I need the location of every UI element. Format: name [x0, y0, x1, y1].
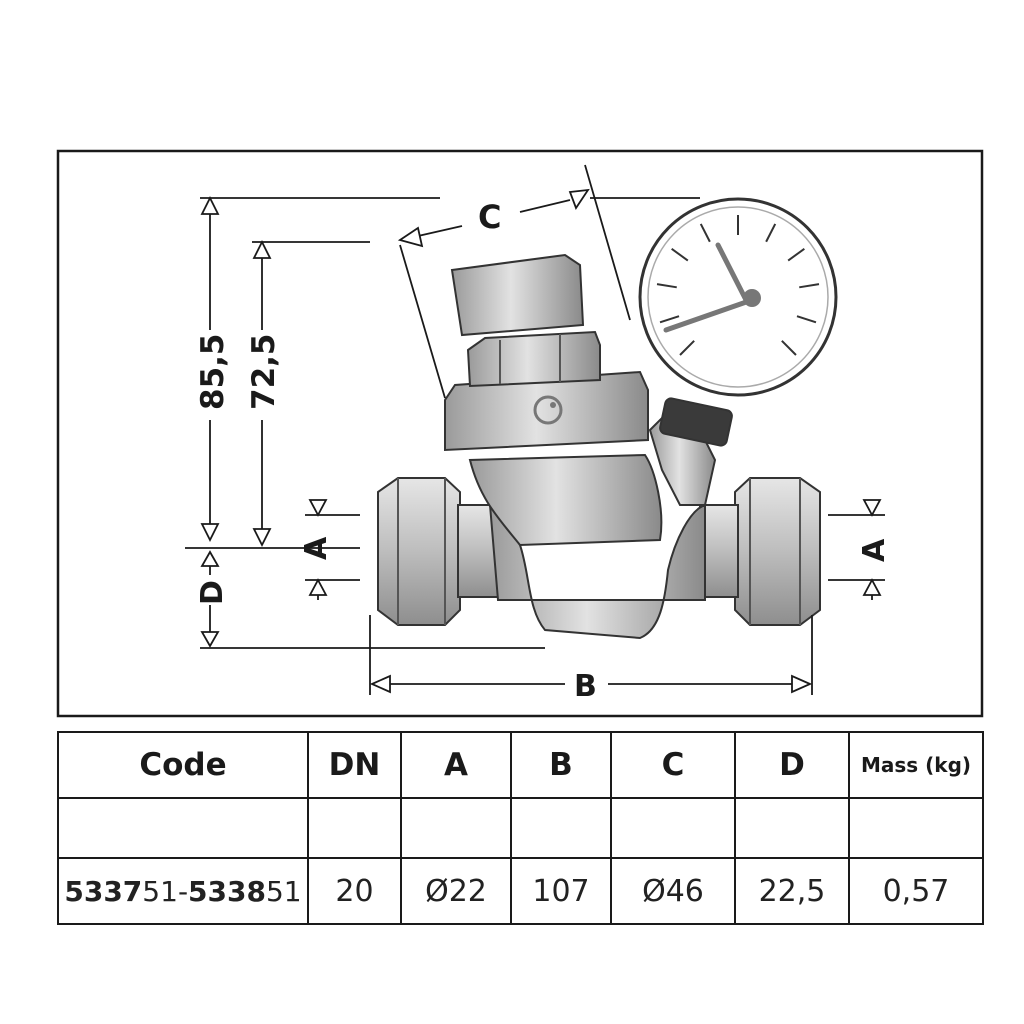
- cell-mass: 0,57: [848, 857, 984, 925]
- header-a: A: [400, 731, 512, 799]
- right-union-nut: [734, 477, 821, 626]
- dim-label-c: C: [478, 198, 501, 236]
- cell-c: Ø46: [610, 857, 736, 925]
- pressure-gauge: [638, 197, 838, 397]
- table-row: 533751-533851 20 Ø22 107 Ø46 22,5 0,57: [57, 857, 984, 925]
- header-c: C: [610, 731, 736, 799]
- drawing-frame: [56, 149, 984, 718]
- dim-label-72-5: 72,5: [246, 334, 282, 411]
- gauge-scale-ticks: [656, 215, 820, 356]
- dim-label-a-right: A: [857, 538, 892, 562]
- adjustment-hex-nut: [466, 330, 601, 388]
- gauge-tick: [799, 283, 820, 289]
- header-mass: Mass (kg): [848, 731, 984, 799]
- gauge-tick: [699, 223, 711, 243]
- valve-bonnet: [444, 370, 649, 452]
- gauge-tick: [796, 315, 817, 324]
- dim-label-b: B: [574, 669, 597, 704]
- gauge-tick: [679, 340, 695, 356]
- header-code: Code: [57, 731, 309, 799]
- left-union-nut: [377, 477, 461, 626]
- gauge-tick: [671, 247, 689, 262]
- specification-table: Code DN A B C D Mass (kg) 533751-533851 …: [57, 731, 984, 925]
- gauge-needle: [663, 297, 755, 333]
- cell-d: 22,5: [734, 857, 850, 925]
- gauge-tick: [781, 340, 797, 356]
- gauge-tick: [787, 247, 805, 262]
- table-header-row: Code DN A B C D Mass (kg): [57, 731, 984, 799]
- table-spacer-row: [57, 797, 984, 859]
- gauge-knurled-ring: [659, 397, 733, 447]
- brand-logo-icon: [533, 395, 563, 425]
- dim-label-a-left: A: [299, 536, 334, 560]
- gauge-tick: [659, 315, 680, 324]
- dim-label-85-5: 85,5: [195, 334, 231, 411]
- dimension-lines: [185, 164, 885, 695]
- header-b: B: [510, 731, 612, 799]
- gauge-tick: [656, 283, 677, 289]
- pressure-reducer-valve: [377, 253, 821, 640]
- cell-dn: 20: [307, 857, 402, 925]
- dim-label-d: D: [195, 580, 230, 605]
- cell-b: 107: [510, 857, 612, 925]
- cell-a: Ø22: [400, 857, 512, 925]
- header-d: D: [734, 731, 850, 799]
- adjustment-cap: [450, 253, 585, 337]
- gauge-tick: [765, 223, 777, 243]
- header-dn: DN: [307, 731, 402, 799]
- cell-code: 533751-533851: [57, 857, 309, 925]
